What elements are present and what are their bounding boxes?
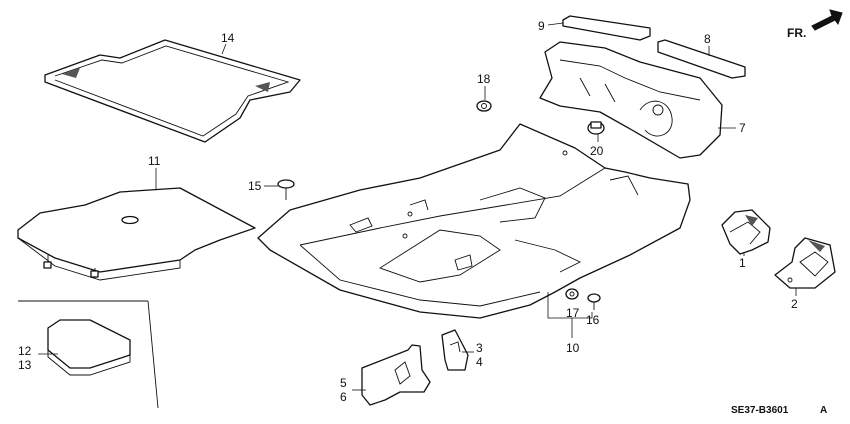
part-7-dash-insulator[interactable] <box>539 41 723 159</box>
inset-frame <box>18 300 159 409</box>
part-14-trunk-mat[interactable] <box>44 39 301 143</box>
callout-9: 9 <box>538 19 545 33</box>
callout-20: 20 <box>590 144 604 158</box>
callout-15: 15 <box>248 179 262 193</box>
part-11-floor-board[interactable] <box>17 187 256 281</box>
callout-16: 16 <box>586 313 600 327</box>
part-9-strip[interactable] <box>562 15 651 41</box>
callout-8: 8 <box>704 32 711 46</box>
callout-13: 13 <box>18 358 32 372</box>
drawing-code: SE37-B3601 <box>731 405 789 416</box>
part-3-4-panel[interactable] <box>441 329 469 371</box>
callout-3: 3 <box>476 341 483 355</box>
callout-2: 2 <box>791 297 798 311</box>
callout-11: 11 <box>148 154 161 168</box>
front-direction-arrow: FR. <box>787 9 843 40</box>
part-10-floor-carpet[interactable] <box>257 123 691 319</box>
leader-14 <box>221 43 227 55</box>
callout-1: 1 <box>739 256 746 270</box>
direction-label: FR. <box>787 26 806 40</box>
leader-9 <box>547 22 564 26</box>
part-12-13-pad[interactable] <box>47 319 131 376</box>
part-5-6-panel[interactable] <box>361 344 431 406</box>
part-16-clip[interactable] <box>587 293 601 310</box>
callout-7: 7 <box>739 121 746 135</box>
part-18-clip[interactable] <box>476 100 492 112</box>
callout-14: 14 <box>221 31 235 45</box>
leader-10 <box>547 292 593 319</box>
callout-12: 12 <box>18 344 32 358</box>
callout-5: 5 <box>340 376 347 390</box>
callout-4: 4 <box>476 355 483 369</box>
callout-6: 6 <box>340 390 347 404</box>
drawing-code-suffix: A <box>820 405 827 416</box>
callout-10: 10 <box>566 341 580 355</box>
part-2-insulator[interactable] <box>774 237 836 289</box>
part-8-strip[interactable] <box>657 39 746 79</box>
callout-18: 18 <box>477 72 491 86</box>
arrow-icon <box>811 9 843 31</box>
part-20-grommet[interactable] <box>587 121 605 135</box>
part-15-clip[interactable] <box>277 179 295 200</box>
part-17-clip[interactable] <box>565 288 579 300</box>
callout-17: 17 <box>566 306 580 320</box>
part-1-insulator[interactable] <box>721 209 771 255</box>
